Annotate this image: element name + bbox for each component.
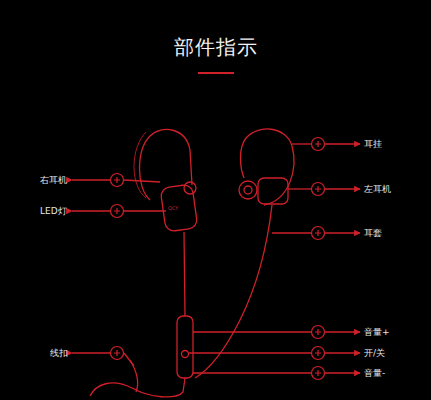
part-label: LED灯 — [40, 206, 67, 217]
leader-line — [124, 353, 134, 366]
leader-line — [325, 331, 360, 332]
earbud-body — [258, 178, 288, 204]
part-label: 耳套 — [364, 228, 382, 239]
cable — [195, 205, 272, 378]
part-label: 开/关 — [364, 348, 385, 359]
title-underline — [198, 72, 234, 74]
leader-line — [325, 372, 360, 373]
brand-logo: QCY — [168, 205, 178, 211]
part-label: 音量- — [364, 368, 385, 379]
leader-line — [272, 232, 311, 233]
leader-line — [193, 372, 311, 373]
cable — [184, 232, 185, 316]
callout-marker — [312, 367, 325, 380]
power-button — [182, 351, 189, 358]
leader-line — [292, 143, 311, 144]
leader-line — [288, 188, 311, 189]
diagram-title: 部件指示 — [0, 34, 431, 60]
ear-hook — [241, 129, 294, 205]
part-label: 左耳机 — [364, 184, 391, 195]
part-label: 耳挂 — [364, 139, 382, 150]
leader-line — [325, 232, 360, 233]
part-label: 音量+ — [364, 327, 390, 338]
part-label: 线扣 — [50, 348, 68, 359]
leader-line — [189, 352, 311, 353]
earbud-tip — [184, 182, 196, 194]
callout-marker — [312, 138, 325, 151]
callout-marker — [111, 205, 124, 218]
callout-marker — [312, 183, 325, 196]
callout-marker — [312, 347, 325, 360]
earbud-tip — [244, 186, 252, 194]
leader-line — [124, 180, 160, 182]
earbud-body — [160, 184, 198, 232]
ear-hook — [134, 132, 146, 198]
leader-line — [325, 188, 360, 189]
callout-marker — [312, 326, 325, 339]
leader-line — [124, 210, 166, 211]
callout-marker — [312, 227, 325, 240]
leader-line — [72, 179, 110, 180]
remote-control — [177, 316, 193, 378]
earphones — [72, 129, 360, 397]
leader-line — [325, 352, 360, 353]
leader-line — [325, 143, 360, 144]
leader-line — [193, 331, 311, 332]
callout-markers — [111, 138, 325, 380]
callout-marker — [111, 347, 124, 360]
leader-line — [72, 210, 110, 211]
earbud-tip — [239, 181, 257, 199]
part-label: 右耳机 — [40, 175, 67, 186]
leader-line — [72, 352, 110, 353]
callout-marker — [111, 174, 124, 187]
